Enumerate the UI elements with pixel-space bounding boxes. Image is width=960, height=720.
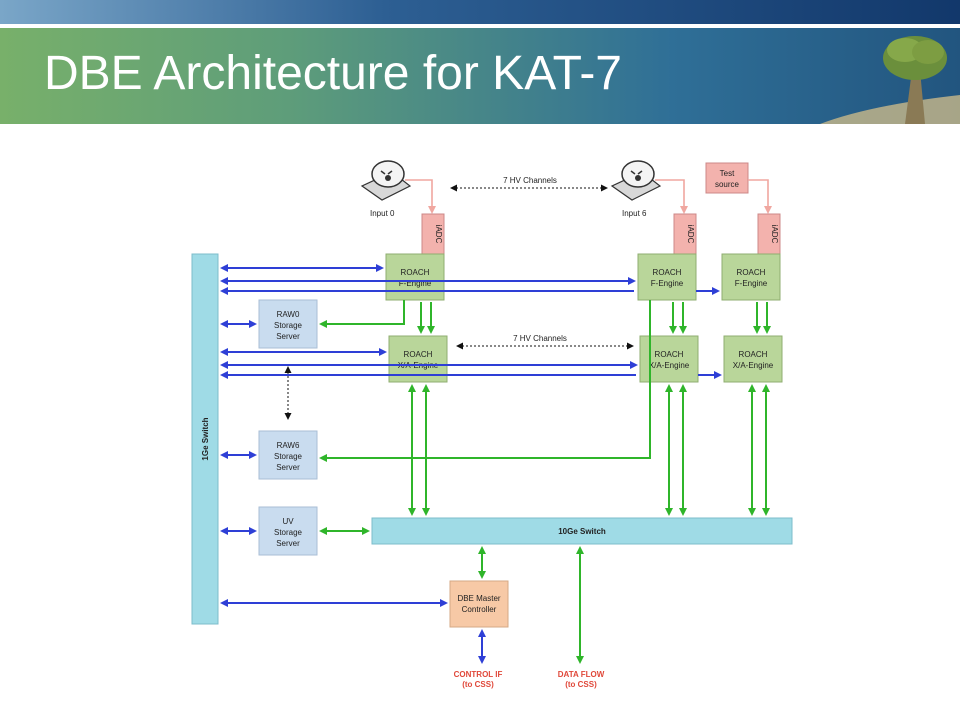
data-flow-label-2: (to CSS): [565, 680, 597, 689]
test-source-label-1: Test: [720, 169, 735, 178]
raw6-server-word: Server: [276, 463, 300, 472]
adc-box-test: iADC: [757, 213, 781, 255]
roach-xa-engine-6: ROACH X/A-Engine: [639, 335, 699, 383]
test-source-box: [705, 162, 749, 194]
raw0-name: RAW0: [277, 310, 300, 319]
hv-channels-top-label: 7 HV Channels: [503, 176, 557, 185]
dbe-master-controller: DBE Master Controller: [449, 580, 509, 628]
roach-f-engine-6: ROACH F-Engine: [637, 253, 697, 301]
input0-label: Input 0: [370, 209, 395, 218]
raw6-storage-server: RAW6 Storage Server: [258, 430, 318, 480]
raw6-name: RAW6: [277, 441, 300, 450]
top-bar: [0, 0, 960, 24]
switch-1ge-label: 1Ge Switch: [201, 417, 210, 460]
uv-name: UV: [282, 517, 294, 526]
f-engine-6-label: F-Engine: [651, 279, 684, 288]
roach-xa-engine-test: ROACH X/A-Engine: [723, 335, 783, 383]
control-if-label-2: (to CSS): [462, 680, 494, 689]
xa-engine-6-label: X/A-Engine: [649, 361, 690, 370]
green-links: [319, 300, 771, 664]
roach-f-engine-test: ROACH F-Engine: [721, 253, 781, 301]
blue-links: [220, 264, 722, 664]
input6-to-adc-arrow: [655, 179, 688, 214]
input6-label: Input 6: [622, 209, 647, 218]
switch-10ge: [371, 517, 793, 545]
roach-f0-label: ROACH: [401, 268, 430, 277]
roach-ft-label: ROACH: [737, 268, 766, 277]
input0-to-adc-arrow: [405, 179, 436, 214]
hv-channels-mid-label: 7 HV Channels: [513, 334, 567, 343]
raw6-storage-word: Storage: [274, 452, 303, 461]
uv-storage-word: Storage: [274, 528, 303, 537]
adc-box-6: iADC: [673, 213, 697, 255]
adc-test-label: iADC: [770, 225, 779, 244]
antenna-input6-icon: [610, 160, 662, 201]
roach-f-engine-0: ROACH F-Engine: [385, 253, 445, 301]
roach-xat-label: ROACH: [739, 350, 768, 359]
title-banner: [0, 28, 960, 124]
xa-engine-test-label: X/A-Engine: [733, 361, 774, 370]
uv-server-word: Server: [276, 539, 300, 548]
uv-storage-server: UV Storage Server: [258, 506, 318, 556]
antenna-input0-icon: [360, 160, 412, 201]
adc-6-label: iADC: [686, 225, 695, 244]
f-engine-test-label: F-Engine: [735, 279, 768, 288]
switch-1ge: [191, 253, 219, 625]
roach-xa0-label: ROACH: [404, 350, 433, 359]
raw0-server-word: Server: [276, 332, 300, 341]
master-line2: Controller: [462, 605, 497, 614]
switch-10ge-label: 10Ge Switch: [558, 527, 606, 536]
data-flow-label-1: DATA FLOW: [558, 670, 605, 679]
adc-0-label: iADC: [434, 225, 443, 244]
raw0-storage-word: Storage: [274, 321, 303, 330]
test-source-label-2: source: [715, 180, 740, 189]
roach-f6-label: ROACH: [653, 268, 682, 277]
f-engine-0-label: F-Engine: [399, 279, 432, 288]
adc-box-0: iADC: [421, 213, 445, 255]
testsource-to-adc-arrow: [748, 179, 772, 214]
roach-xa6-label: ROACH: [655, 350, 684, 359]
slide-title: DBE Architecture for KAT-7: [44, 47, 622, 100]
raw0-storage-server: RAW0 Storage Server: [258, 299, 318, 349]
master-line1: DBE Master: [457, 594, 500, 603]
tree-logo: [820, 36, 960, 124]
control-if-label-1: CONTROL IF: [454, 670, 503, 679]
